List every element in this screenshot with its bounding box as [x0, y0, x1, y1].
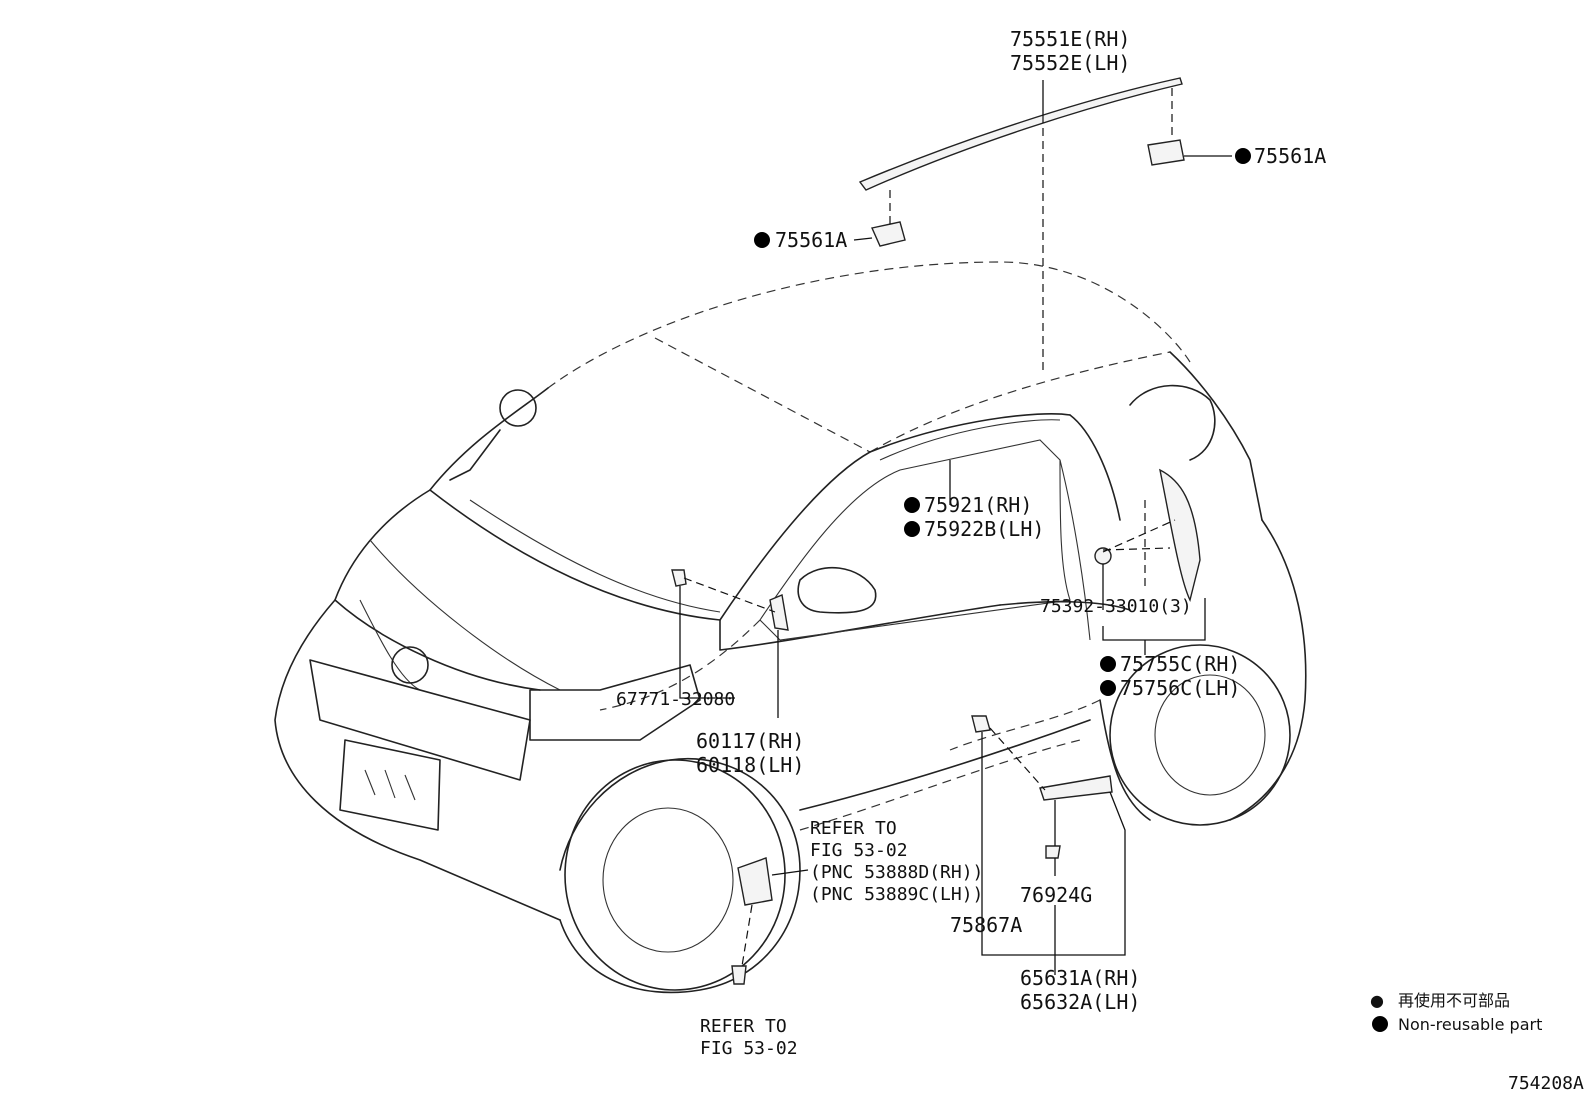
- label-garnish-lh: 75756C(LH): [1120, 676, 1240, 700]
- label-refer2-line1: REFER TO: [700, 1016, 787, 1037]
- non-reusable-marker: [904, 497, 920, 513]
- clip-75867a: [971, 715, 991, 733]
- legend-marker: ●: [1370, 991, 1384, 1010]
- figure-code: 754208A: [1508, 1073, 1584, 1094]
- label-refer1-line2: FIG 53-02: [810, 840, 908, 861]
- non-reusable-marker: [1100, 680, 1116, 696]
- clip-67771-32080: [671, 569, 687, 587]
- legend-dot-icon: [1372, 1016, 1388, 1032]
- label-clip-75392: 75392-33010(3): [1040, 596, 1192, 617]
- clip-75561a-right: [1147, 139, 1185, 166]
- label-refer1-line3: (PNC 53888D(RH)): [810, 862, 983, 883]
- mirror-cover: [769, 594, 789, 631]
- front-mudflap: [737, 857, 773, 906]
- non-reusable-marker: [754, 232, 770, 248]
- label-clip-67771: 67771-32080: [616, 689, 735, 710]
- leader-lines: [679, 80, 1232, 975]
- label-clip-76924: 76924G: [1020, 883, 1092, 907]
- label-mudguard-lh: 65632A(LH): [1020, 990, 1140, 1014]
- label-molding-rh: 75551E(RH): [1010, 27, 1130, 51]
- mudguard: [1039, 775, 1113, 801]
- legend-text-en: Non-reusable part: [1398, 1015, 1542, 1034]
- label-refer1-line1: REFER TO: [810, 818, 897, 839]
- legend: ● 再使用不可部品 Non-reusable part: [1370, 991, 1542, 1034]
- clip-75561a-left: [871, 221, 906, 247]
- clip-76924g: [1045, 845, 1061, 859]
- label-window-molding-rh: 75921(RH): [924, 493, 1032, 517]
- label-mudguard-rh: 65631A(RH): [1020, 966, 1140, 990]
- non-reusable-marker: [904, 521, 920, 537]
- label-mirror-cover-rh: 60117(RH): [696, 729, 804, 753]
- non-reusable-marker: [1235, 148, 1251, 164]
- label-clip-left: 75561A: [775, 228, 847, 252]
- screw-bottom: [731, 965, 747, 985]
- label-garnish-rh: 75755C(RH): [1120, 652, 1240, 676]
- label-refer2-line2: FIG 53-02: [700, 1038, 798, 1059]
- label-molding-lh: 75552E(LH): [1010, 51, 1130, 75]
- label-window-molding-lh: 75922B(LH): [924, 517, 1044, 541]
- non-reusable-marker: [1100, 656, 1116, 672]
- car-illustration: [274, 261, 1307, 994]
- roof-molding: [858, 77, 1183, 191]
- label-clip-right: 75561A: [1254, 144, 1326, 168]
- label-refer1-line4: (PNC 53889C(LH)): [810, 884, 983, 905]
- label-mirror-cover-lh: 60118(LH): [696, 753, 804, 777]
- label-clip-75867: 75867A: [950, 913, 1022, 937]
- legend-text-ja: 再使用不可部品: [1398, 991, 1510, 1010]
